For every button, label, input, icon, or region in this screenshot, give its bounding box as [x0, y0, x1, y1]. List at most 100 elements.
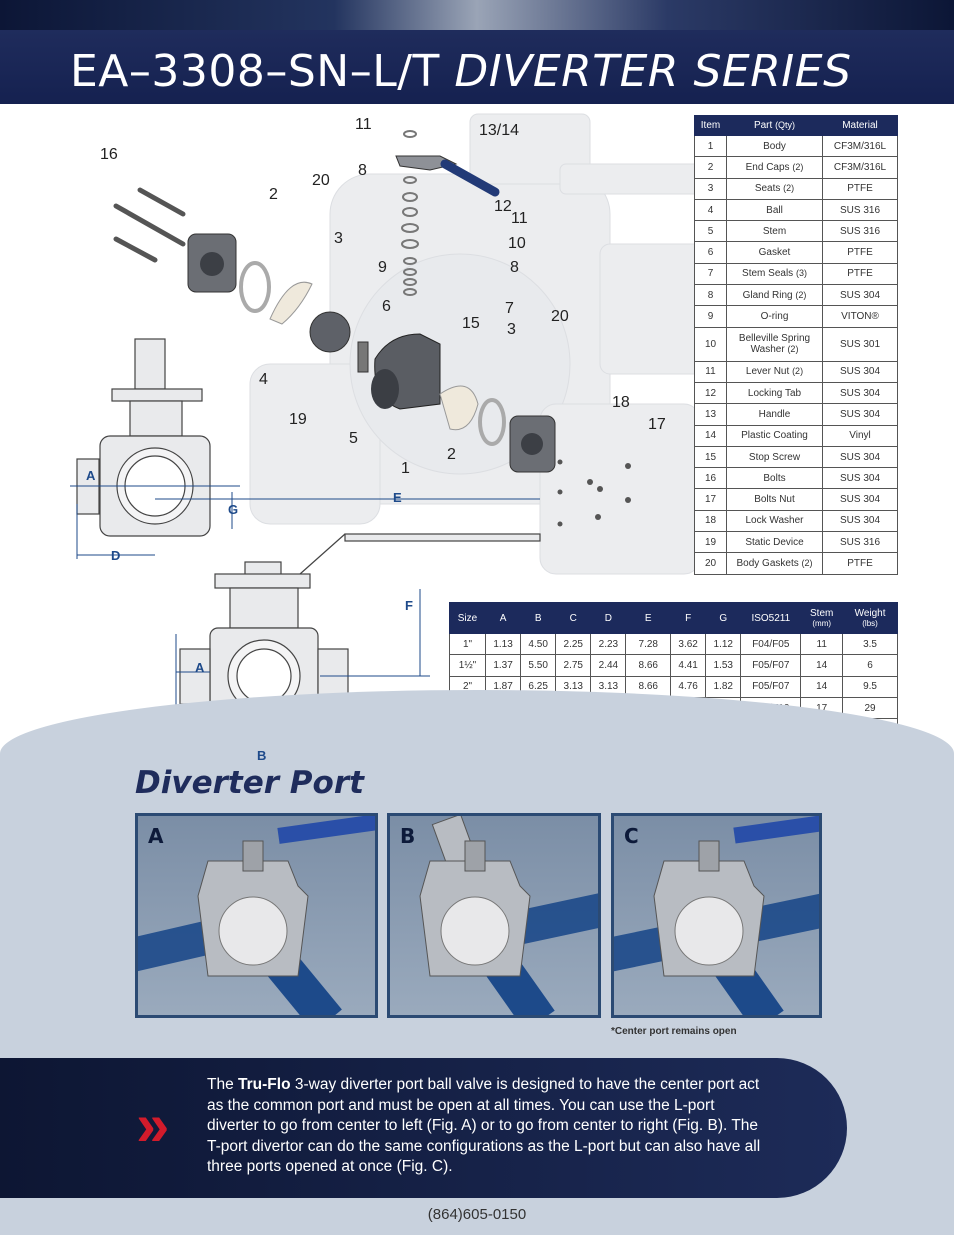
size-cell: 6 [842, 654, 898, 677]
parts-cell-material: PTFE [822, 262, 898, 286]
port-panel-b: B [387, 813, 601, 1018]
parts-cell-material: SUS 304 [822, 445, 898, 469]
size-cell: 8.66 [625, 654, 672, 677]
size-header-f: F [670, 602, 707, 634]
size-header-a: A [484, 602, 522, 634]
port-c-label: C [624, 824, 639, 848]
size-cell: 14 [800, 654, 844, 677]
parts-cell-material: SUS 304 [822, 381, 898, 405]
port-panel-c: C [611, 813, 822, 1018]
callout-10: 10 [508, 235, 526, 252]
dim-a-top: A [86, 468, 96, 483]
parts-cell-material: PTFE [822, 177, 898, 200]
parts-cell-material: SUS 316 [822, 531, 898, 554]
size-cell: 7.28 [625, 632, 672, 656]
size-cell: 9.5 [842, 675, 898, 698]
header-strip [0, 0, 954, 30]
callout-9: 9 [378, 259, 387, 276]
size-cell: 2.25 [555, 632, 592, 656]
parts-cell-material: SUS 304 [822, 488, 898, 511]
size-header-d: D [590, 602, 627, 634]
center-port-note: *Center port remains open [611, 1026, 737, 1037]
size-cell: 4.76 [670, 675, 707, 698]
dim-e: E [393, 490, 402, 505]
parts-cell-part: Handle [726, 403, 823, 426]
parts-cell-material: SUS 304 [822, 284, 898, 307]
page-title: EA–3308–SN–L/T DIVERTER SERIES [70, 46, 852, 97]
size-cell: 4.41 [670, 654, 707, 677]
parts-cell-material: SUS 304 [822, 467, 898, 490]
callout-2: 2 [269, 186, 278, 203]
dim-b: B [257, 748, 267, 763]
size-cell: F05/F07 [740, 654, 802, 677]
size-header-c: C [555, 602, 592, 634]
brand-name: Tru-Flo [238, 1076, 291, 1093]
parts-cell-material: PTFE [822, 241, 898, 264]
parts-cell-part: Stem [726, 220, 823, 243]
parts-cell-part: Seats (2) [726, 177, 823, 200]
size-header-size: Size [449, 602, 486, 634]
parts-header-part: Part (Qty) [726, 115, 823, 136]
size-header-row: Size A B C D E F G ISO5211 Stem(mm) Weig… [449, 602, 898, 634]
parts-cell-part: Body Gaskets (2) [726, 552, 823, 575]
parts-cell-part: Bolts [726, 467, 823, 490]
size-header-g: G [705, 602, 742, 634]
parts-cell-part: Gland Ring (2) [726, 284, 823, 307]
size-cell: 1.82 [705, 675, 742, 698]
callout-18: 18 [612, 394, 630, 411]
parts-cell-part: Static Device [726, 531, 823, 554]
parts-cell-part: End Caps (2) [726, 156, 823, 179]
port-b-illustration [419, 816, 598, 1015]
port-a-illustration [138, 816, 375, 1015]
parts-cell-part: Ball [726, 198, 823, 222]
description-box [0, 1058, 847, 1198]
parts-cell-part: Stop Screw [726, 445, 823, 469]
parts-cell-material: SUS 304 [822, 403, 898, 426]
parts-cell-item: 9 [694, 305, 727, 328]
size-header-weight: Weight(lbs) [842, 602, 898, 634]
parts-cell-part: Body [726, 134, 823, 158]
callout-13-14: 13/14 [479, 122, 520, 139]
parts-cell-part: Stem Seals (3) [726, 262, 823, 286]
parts-cell-item: 19 [694, 531, 727, 554]
size-cell: 2.23 [590, 632, 627, 656]
port-a-label: A [148, 824, 164, 848]
parts-cell-material: CF3M/316L [822, 156, 898, 179]
callout-12: 12 [494, 198, 512, 215]
parts-cell-item: 16 [694, 467, 727, 490]
size-cell: 2.44 [590, 654, 627, 677]
parts-cell-material: CF3M/316L [822, 134, 898, 158]
size-cell: F05/F07 [740, 675, 802, 698]
size-cell: 1.37 [484, 654, 522, 677]
parts-cell-material: SUS 301 [822, 326, 898, 362]
callout-19: 19 [289, 411, 307, 428]
callout-6: 6 [382, 298, 391, 315]
callout-3b: 3 [507, 321, 516, 338]
parts-cell-item: 7 [694, 262, 727, 286]
parts-header-row: Item Part (Qty) Material [694, 115, 898, 136]
parts-cell-item: 11 [694, 360, 727, 383]
callout-16: 16 [100, 146, 118, 163]
parts-cell-material: VITON® [822, 305, 898, 328]
callout-15: 15 [462, 315, 480, 332]
parts-cell-item: 13 [694, 403, 727, 426]
parts-cell-item: 4 [694, 198, 727, 222]
parts-cell-item: 3 [694, 177, 727, 200]
parts-cell-part: Gasket [726, 241, 823, 264]
parts-cell-material: Vinyl [822, 424, 898, 447]
